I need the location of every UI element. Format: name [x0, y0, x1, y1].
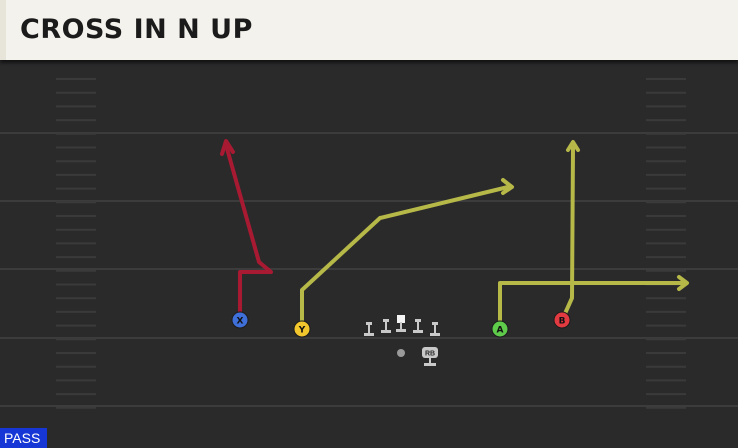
lineman-right-guard	[413, 319, 423, 333]
offensive-line	[364, 315, 440, 336]
receiver-a[interactable]: A	[491, 320, 509, 338]
hash-marks-left	[56, 78, 96, 409]
quarterback	[397, 349, 405, 357]
receiver-x[interactable]: X	[231, 311, 249, 329]
route-y	[300, 185, 510, 324]
arrowhead-b	[566, 140, 580, 152]
route-b	[561, 146, 575, 320]
receiver-y-label: Y	[298, 326, 306, 336]
lineman-left-guard	[381, 319, 391, 333]
play-type-badge: PASS	[0, 428, 47, 448]
lineman-right-tackle	[430, 322, 440, 336]
rb-label: RB	[425, 351, 435, 358]
center	[396, 315, 406, 332]
hash-marks-right	[646, 78, 686, 409]
receiver-b-label: B	[559, 317, 566, 327]
arrowhead-x	[220, 139, 235, 156]
receiver-x-label: X	[237, 317, 244, 327]
arrowhead-a	[677, 275, 689, 291]
title-bar: CROSS IN N UP	[0, 0, 738, 60]
receiver-a-label: A	[497, 326, 504, 336]
lineman-left-tackle	[364, 322, 374, 336]
running-back: RB	[422, 347, 438, 366]
route-a	[498, 281, 685, 328]
receiver-y[interactable]: Y	[293, 320, 311, 338]
arrowhead-y	[501, 178, 514, 195]
route-x	[224, 143, 273, 320]
receiver-b[interactable]: B	[553, 311, 571, 329]
yard-lines	[0, 132, 738, 407]
title-accent	[0, 0, 6, 60]
play-title: CROSS IN N UP	[20, 14, 253, 45]
